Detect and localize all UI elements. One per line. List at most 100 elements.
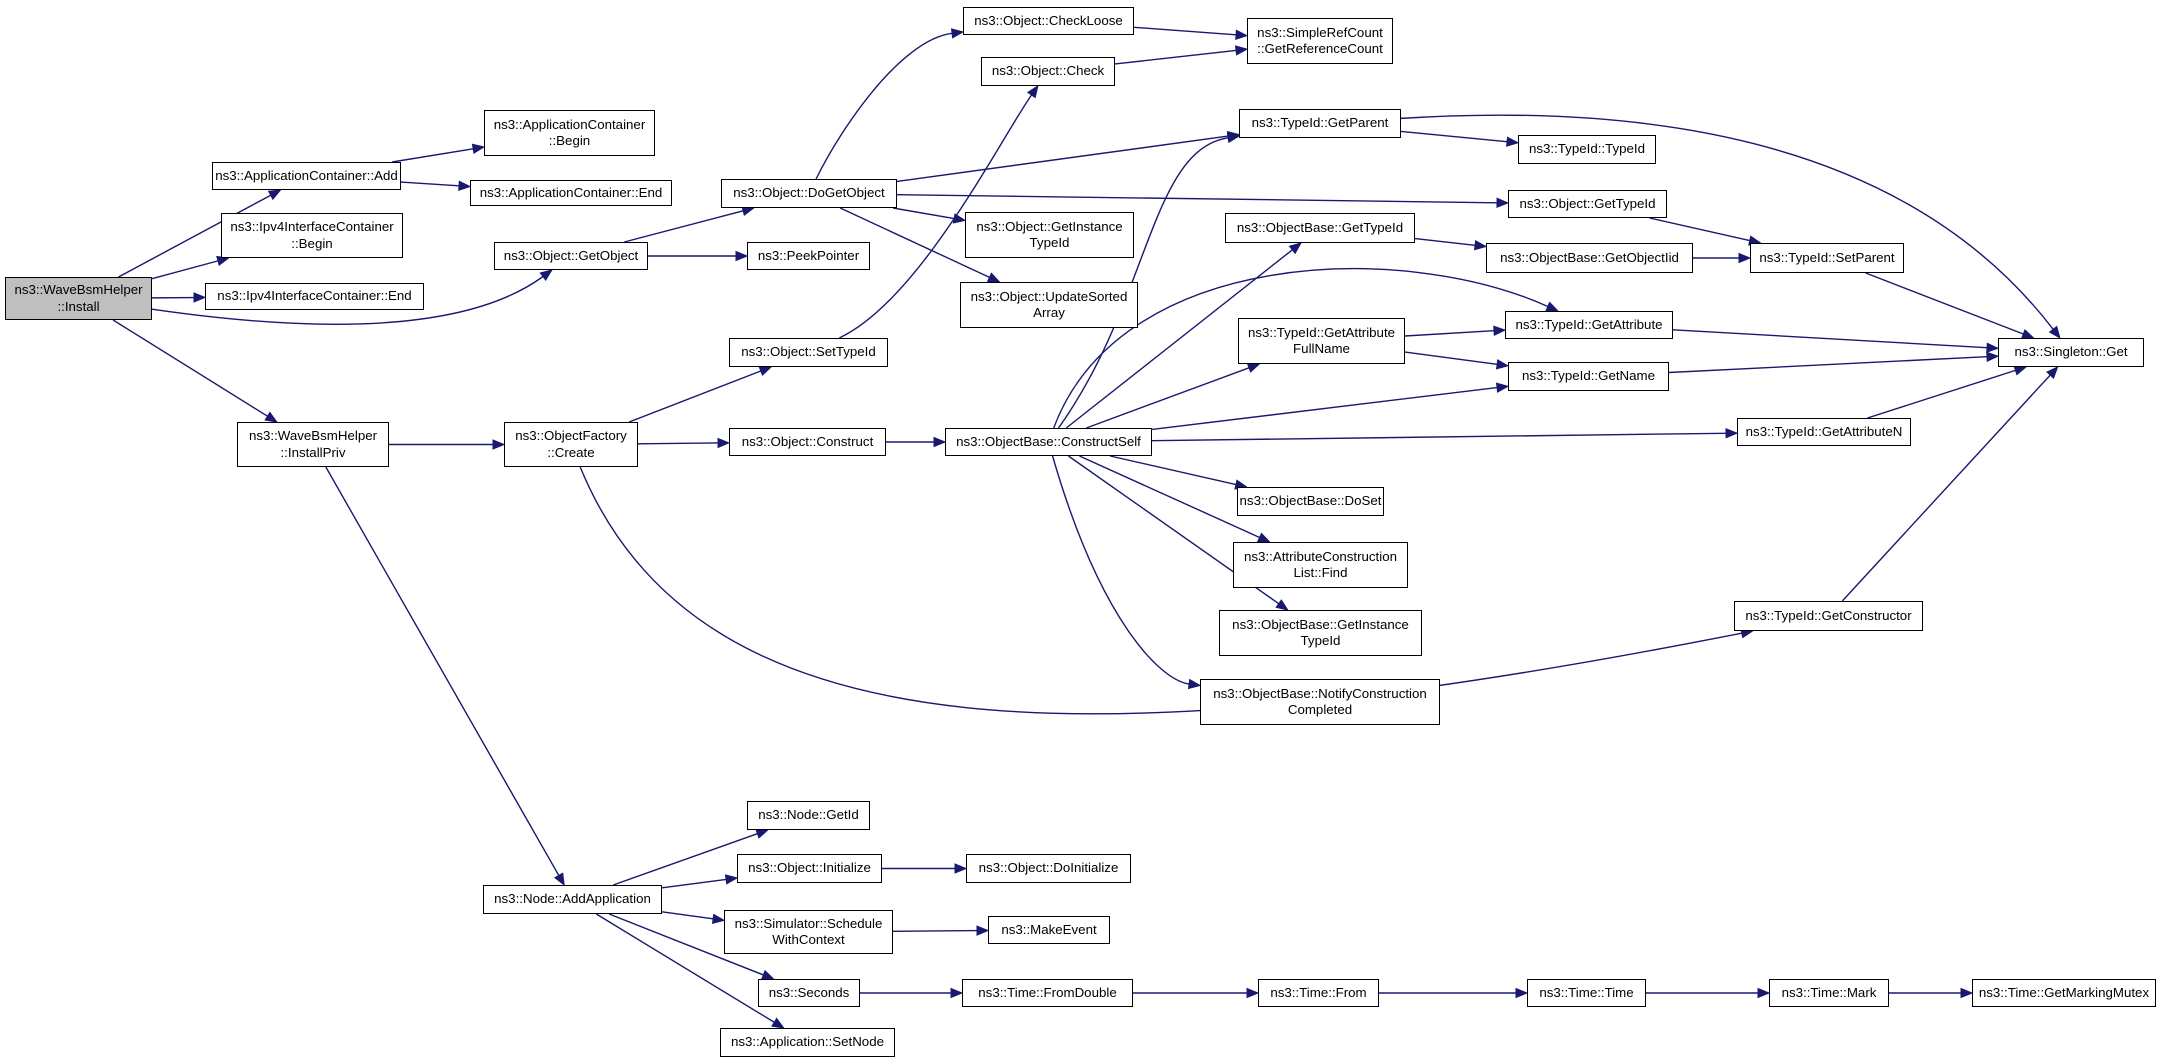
edge-do-get-object-to-obj-get-typeid <box>896 193 1498 204</box>
node-construct[interactable]: ns3::Object::Construct <box>729 428 886 456</box>
arrowhead <box>1235 29 1249 41</box>
node-label: ns3::ApplicationContainer::Add <box>215 167 398 183</box>
edge-tid-get-attr-fullname-to-tid-get-name <box>1404 351 1498 366</box>
node-tid-get-name[interactable]: ns3::TypeId::GetName <box>1508 362 1669 391</box>
arrowhead <box>1226 132 1241 144</box>
node-label: ns3::Object::UpdateSorted <box>970 288 1128 304</box>
edge-install-to-install-priv <box>112 319 268 417</box>
node-label: ns3::Object::Construct <box>741 433 874 449</box>
node-label: ns3::ObjectBase::DoSet <box>1239 493 1382 509</box>
node-label: ns3::TypeId::GetAttributeN <box>1745 423 1903 439</box>
node-ob-doset[interactable]: ns3::ObjectBase::DoSet <box>1237 487 1384 516</box>
node-node-add-app[interactable]: ns3::Node::AddApplication <box>483 885 662 914</box>
edge-construct-self-to-ob-get-typeid <box>1065 249 1293 429</box>
node-label: ns3::Node::GetId <box>758 807 859 823</box>
arrowhead <box>2048 325 2061 340</box>
node-get-object[interactable]: ns3::Object::GetObject <box>494 242 648 270</box>
node-time-marking-mutex[interactable]: ns3::Time::GetMarkingMutex <box>1972 979 2156 1007</box>
node-do-get-object[interactable]: ns3::Object::DoGetObject <box>721 179 897 208</box>
node-ob-get-object-iid[interactable]: ns3::ObjectBase::GetObjectIid <box>1486 243 1693 273</box>
node-label: ns3::SimpleRefCount <box>1257 24 1383 40</box>
edge-construct-self-to-tid-get-parent <box>1057 137 1229 429</box>
node-set-typeid[interactable]: ns3::Object::SetTypeId <box>729 338 888 367</box>
edge-ob-get-typeid-to-ob-get-object-iid <box>1414 237 1476 246</box>
node-label: ::Begin <box>548 133 591 148</box>
edge-tid-get-attr-fullname-to-tid-get-attribute <box>1404 329 1495 337</box>
node-time-time[interactable]: ns3::Time::Time <box>1527 979 1646 1007</box>
node-obj-initialize[interactable]: ns3::Object::Initialize <box>737 854 882 883</box>
edge-sim-schedule-to-make-event <box>892 929 978 932</box>
node-time-mark[interactable]: ns3::Time::Mark <box>1769 979 1889 1007</box>
edge-construct-self-to-tid-get-name <box>1151 386 1498 431</box>
arrowhead <box>1234 45 1249 56</box>
arrowhead <box>771 1017 785 1029</box>
node-label: ns3::Ipv4InterfaceContainer::End <box>217 288 412 304</box>
arrowhead <box>1288 242 1303 255</box>
arrowhead <box>1986 351 2000 362</box>
node-ipv4-begin[interactable]: ns3::Ipv4InterfaceContainer::Begin <box>221 213 403 258</box>
node-tid-get-parent[interactable]: ns3::TypeId::GetParent <box>1239 109 1401 138</box>
node-obj-get-typeid[interactable]: ns3::Object::GetTypeId <box>1508 190 1667 218</box>
node-app-add[interactable]: ns3::ApplicationContainer::Add <box>212 162 401 190</box>
node-tid-get-attribute[interactable]: ns3::TypeId::GetAttribute <box>1505 311 1673 339</box>
node-app-begin[interactable]: ns3::ApplicationContainer::Begin <box>484 110 655 156</box>
node-app-set-node[interactable]: ns3::Application::SetNode <box>720 1028 895 1057</box>
node-peek-pointer[interactable]: ns3::PeekPointer <box>747 242 870 270</box>
arrowhead <box>976 925 990 936</box>
node-label: List::Find <box>1293 565 1348 580</box>
node-seconds[interactable]: ns3::Seconds <box>758 979 860 1007</box>
node-ob-get-typeid[interactable]: ns3::ObjectBase::GetTypeId <box>1225 213 1415 243</box>
node-obj-doinitialize[interactable]: ns3::Object::DoInitialize <box>966 854 1131 883</box>
edge-check-loose-to-get-ref-count <box>1133 26 1237 36</box>
node-tid-set-parent[interactable]: ns3::TypeId::SetParent <box>1750 243 1904 273</box>
node-label: ns3::ObjectBase::ConstructSelf <box>956 433 1141 449</box>
arrowhead <box>264 411 278 423</box>
node-singleton-get[interactable]: ns3::Singleton::Get <box>1998 338 2144 367</box>
arrowhead <box>539 269 553 282</box>
node-check[interactable]: ns3::Object::Check <box>981 57 1115 86</box>
edge-tid-get-parent-to-tid-typeid <box>1400 130 1508 143</box>
arrowhead <box>471 143 486 155</box>
node-label: ns3::ApplicationContainer::End <box>479 184 663 200</box>
node-label: ns3::Time::GetMarkingMutex <box>1978 984 2150 1000</box>
edge-tid-get-parent-to-singleton-get <box>1400 114 2054 330</box>
edge-install-priv-to-node-add-app <box>325 466 560 876</box>
node-install-priv[interactable]: ns3::WaveBsmHelper::InstallPriv <box>237 422 389 467</box>
node-label: ns3::Object::SetTypeId <box>741 344 876 360</box>
node-label: ns3::TypeId::GetAttribute <box>1247 324 1396 340</box>
node-time-from-double[interactable]: ns3::Time::FromDouble <box>962 979 1133 1007</box>
edge-factory-create-to-tid-get-constructor <box>579 466 1742 715</box>
node-node-getid[interactable]: ns3::Node::GetId <box>747 801 870 830</box>
edge-factory-create-to-construct <box>637 442 719 445</box>
node-construct-self[interactable]: ns3::ObjectBase::ConstructSelf <box>945 428 1152 456</box>
arrowhead <box>1738 252 1752 264</box>
node-make-event[interactable]: ns3::MakeEvent <box>988 916 1110 944</box>
arrowhead <box>1275 599 1289 611</box>
node-get-ref-count[interactable]: ns3::SimpleRefCount::GetReferenceCount <box>1247 18 1393 64</box>
edge-check-to-get-ref-count <box>1114 49 1237 65</box>
edge-node-add-app-to-node-getid <box>613 833 758 886</box>
node-factory-create[interactable]: ns3::ObjectFactory::Create <box>504 422 638 467</box>
arrowhead <box>1515 987 1529 999</box>
edge-node-add-app-to-seconds <box>608 913 764 976</box>
node-install[interactable]: ns3::WaveBsmHelper::Install <box>5 277 152 320</box>
node-tid-get-attribute-n[interactable]: ns3::TypeId::GetAttributeN <box>1737 418 1911 446</box>
node-ipv4-end[interactable]: ns3::Ipv4InterfaceContainer::End <box>205 283 424 310</box>
node-label: ns3::Ipv4InterfaceContainer <box>230 219 394 234</box>
node-tid-get-constructor[interactable]: ns3::TypeId::GetConstructor <box>1734 601 1923 631</box>
node-label: Array <box>1033 305 1065 320</box>
node-app-end[interactable]: ns3::ApplicationContainer::End <box>470 180 672 206</box>
edge-tid-get-attribute-to-singleton-get <box>1672 329 1988 349</box>
node-time-from[interactable]: ns3::Time::From <box>1258 979 1379 1007</box>
node-check-loose[interactable]: ns3::Object::CheckLoose <box>963 7 1134 35</box>
arrowhead <box>933 436 947 448</box>
node-tid-typeid[interactable]: ns3::TypeId::TypeId <box>1518 135 1656 164</box>
